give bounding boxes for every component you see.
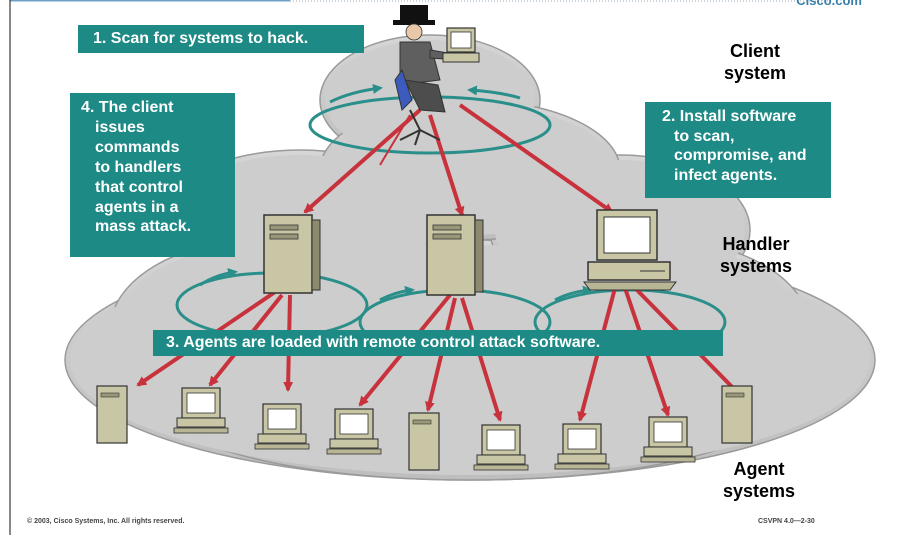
agent-tower-3 (721, 385, 753, 444)
agent-pc-4 (473, 424, 529, 471)
footer-copyright: © 2003, Cisco Systems, Inc. All rights r… (27, 518, 185, 525)
handler-server-1 (263, 214, 321, 294)
footer-course-code: CSVPN 4.0—2-30 (758, 518, 815, 525)
agent-pc-1 (173, 387, 229, 434)
agent-tower-1 (96, 385, 128, 444)
callout-install: 2. Install software to scan, compromise,… (645, 102, 831, 198)
brand-wordmark: Cisco.com (796, 0, 862, 8)
label-handler-systems: Handler systems (719, 234, 793, 276)
label-agent-systems: Agent systems (722, 459, 796, 501)
label-client-system: Client system (723, 41, 787, 83)
agent-pc-3 (326, 408, 382, 455)
agent-tower-2 (408, 412, 440, 471)
agent-pc-6 (640, 416, 696, 463)
callout-agents-loaded: 3. Agents are loaded with remote control… (153, 330, 723, 356)
client-workstation (442, 27, 480, 63)
callout-client-issues: 4. The client issues commands to handler… (70, 93, 235, 257)
handler-workstation (583, 209, 677, 291)
agent-pc-5 (554, 423, 610, 470)
agent-pc-2 (254, 403, 310, 450)
callout-scan: 1. Scan for systems to hack. (78, 25, 364, 53)
hacker-figure (393, 5, 461, 146)
handler-server-2 (426, 214, 484, 296)
command-arrows (303, 103, 614, 217)
